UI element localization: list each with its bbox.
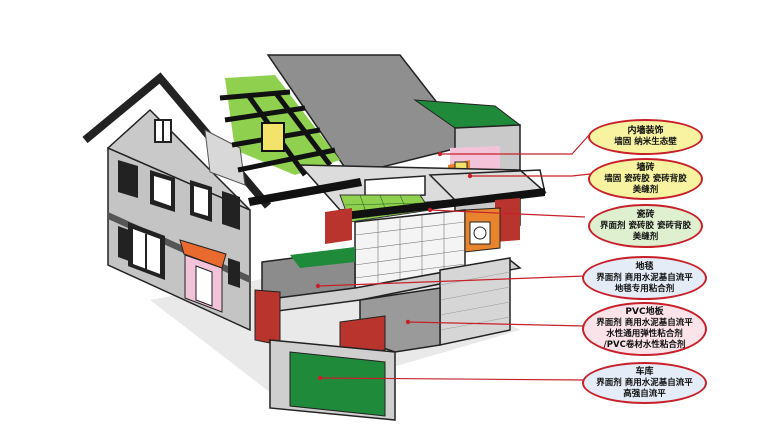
- callout-line: 界面剂 商用水泥基自流平: [596, 318, 693, 328]
- callout-line: /PVC卷材水性粘合剂: [603, 340, 686, 350]
- brick-column-mid: [325, 208, 352, 244]
- callout-title: PVC地板: [625, 307, 664, 317]
- callout-floor-tile: 瓷砖 界面剂 瓷砖胶 瓷砖背胶 美缝剂: [588, 204, 703, 248]
- callout-line: 水性通用弹性粘合剂: [606, 329, 683, 339]
- brick-basement: [339, 315, 386, 357]
- front-beam-2: [345, 188, 545, 220]
- callout-wall-tile: 墙砖 墙固 瓷砖胶 瓷砖背胶 美缝剂: [588, 158, 703, 200]
- callout-interior-deco: 内墙装饰 墙固 纳米生态壁: [588, 119, 703, 155]
- callout-title: 地毯: [635, 261, 654, 272]
- leader-carpet: [317, 275, 586, 287]
- window-lower-2: [228, 258, 240, 288]
- callout-pvc-floor: PVC地板 界面剂 商用水泥基自流平 水性通用弹性粘合剂 /PVC卷材水性粘合剂: [582, 302, 707, 356]
- ground-tile-grid: [354, 212, 466, 287]
- front-beam: [248, 178, 362, 206]
- brick-column-lower: [254, 289, 281, 346]
- left-gable: [106, 108, 251, 211]
- callout-line: 墙固 纳米生态壁: [614, 137, 677, 147]
- leader-interior: [440, 133, 591, 155]
- callout-title: 车库: [635, 366, 654, 377]
- callout-title: 内墙装饰: [627, 126, 664, 136]
- callout-line: 美缝剂: [632, 184, 659, 195]
- window-upper-1: [118, 160, 138, 198]
- leader-floor-tile: [429, 209, 586, 218]
- green-floor-stripe: [290, 247, 355, 268]
- callout-title: 瓷砖: [636, 209, 655, 220]
- callout-carpet: 地毯 界面剂 商用水泥基自流平 地毯专用粘合剂: [582, 256, 707, 300]
- callout-title: 墙砖: [636, 162, 655, 173]
- attic-yellow-panel: [261, 122, 285, 152]
- basement-right-wall: [439, 257, 511, 346]
- callout-line: 界面剂 商用水泥基自流平: [596, 377, 693, 388]
- washer-door: [473, 226, 487, 240]
- leader-wall-tile: [470, 173, 591, 177]
- porch-awning: [179, 239, 227, 269]
- callout-line: 高强自流平: [623, 388, 666, 399]
- leader-lines: [317, 133, 591, 381]
- window-upper-2-glass: [154, 176, 171, 206]
- callout-line: 墙固 瓷砖胶 瓷砖背胶: [604, 173, 687, 184]
- kitchen-cabinet: [364, 175, 426, 199]
- leader-pvc: [407, 321, 586, 327]
- leader-garage: [319, 377, 586, 381]
- garage-floor: [289, 351, 386, 417]
- callout-line: 地毯专用粘合剂: [614, 283, 675, 294]
- callout-line: 美缝剂: [632, 231, 659, 242]
- attic-wall: [204, 129, 246, 186]
- window-upper-4: [222, 191, 240, 230]
- porch-door: [195, 265, 213, 307]
- callout-line: 界面剂 商用水泥基自流平: [596, 272, 693, 283]
- window-upper-3-glass: [194, 186, 208, 216]
- leader-dots: [315, 151, 473, 381]
- brick-right: [495, 198, 520, 242]
- callout-garage: 车库 界面剂 商用水泥基自流平 高强自流平: [582, 362, 707, 404]
- callout-line: 界面剂 瓷砖胶 瓷砖背胶: [600, 220, 691, 231]
- washer: [469, 221, 491, 245]
